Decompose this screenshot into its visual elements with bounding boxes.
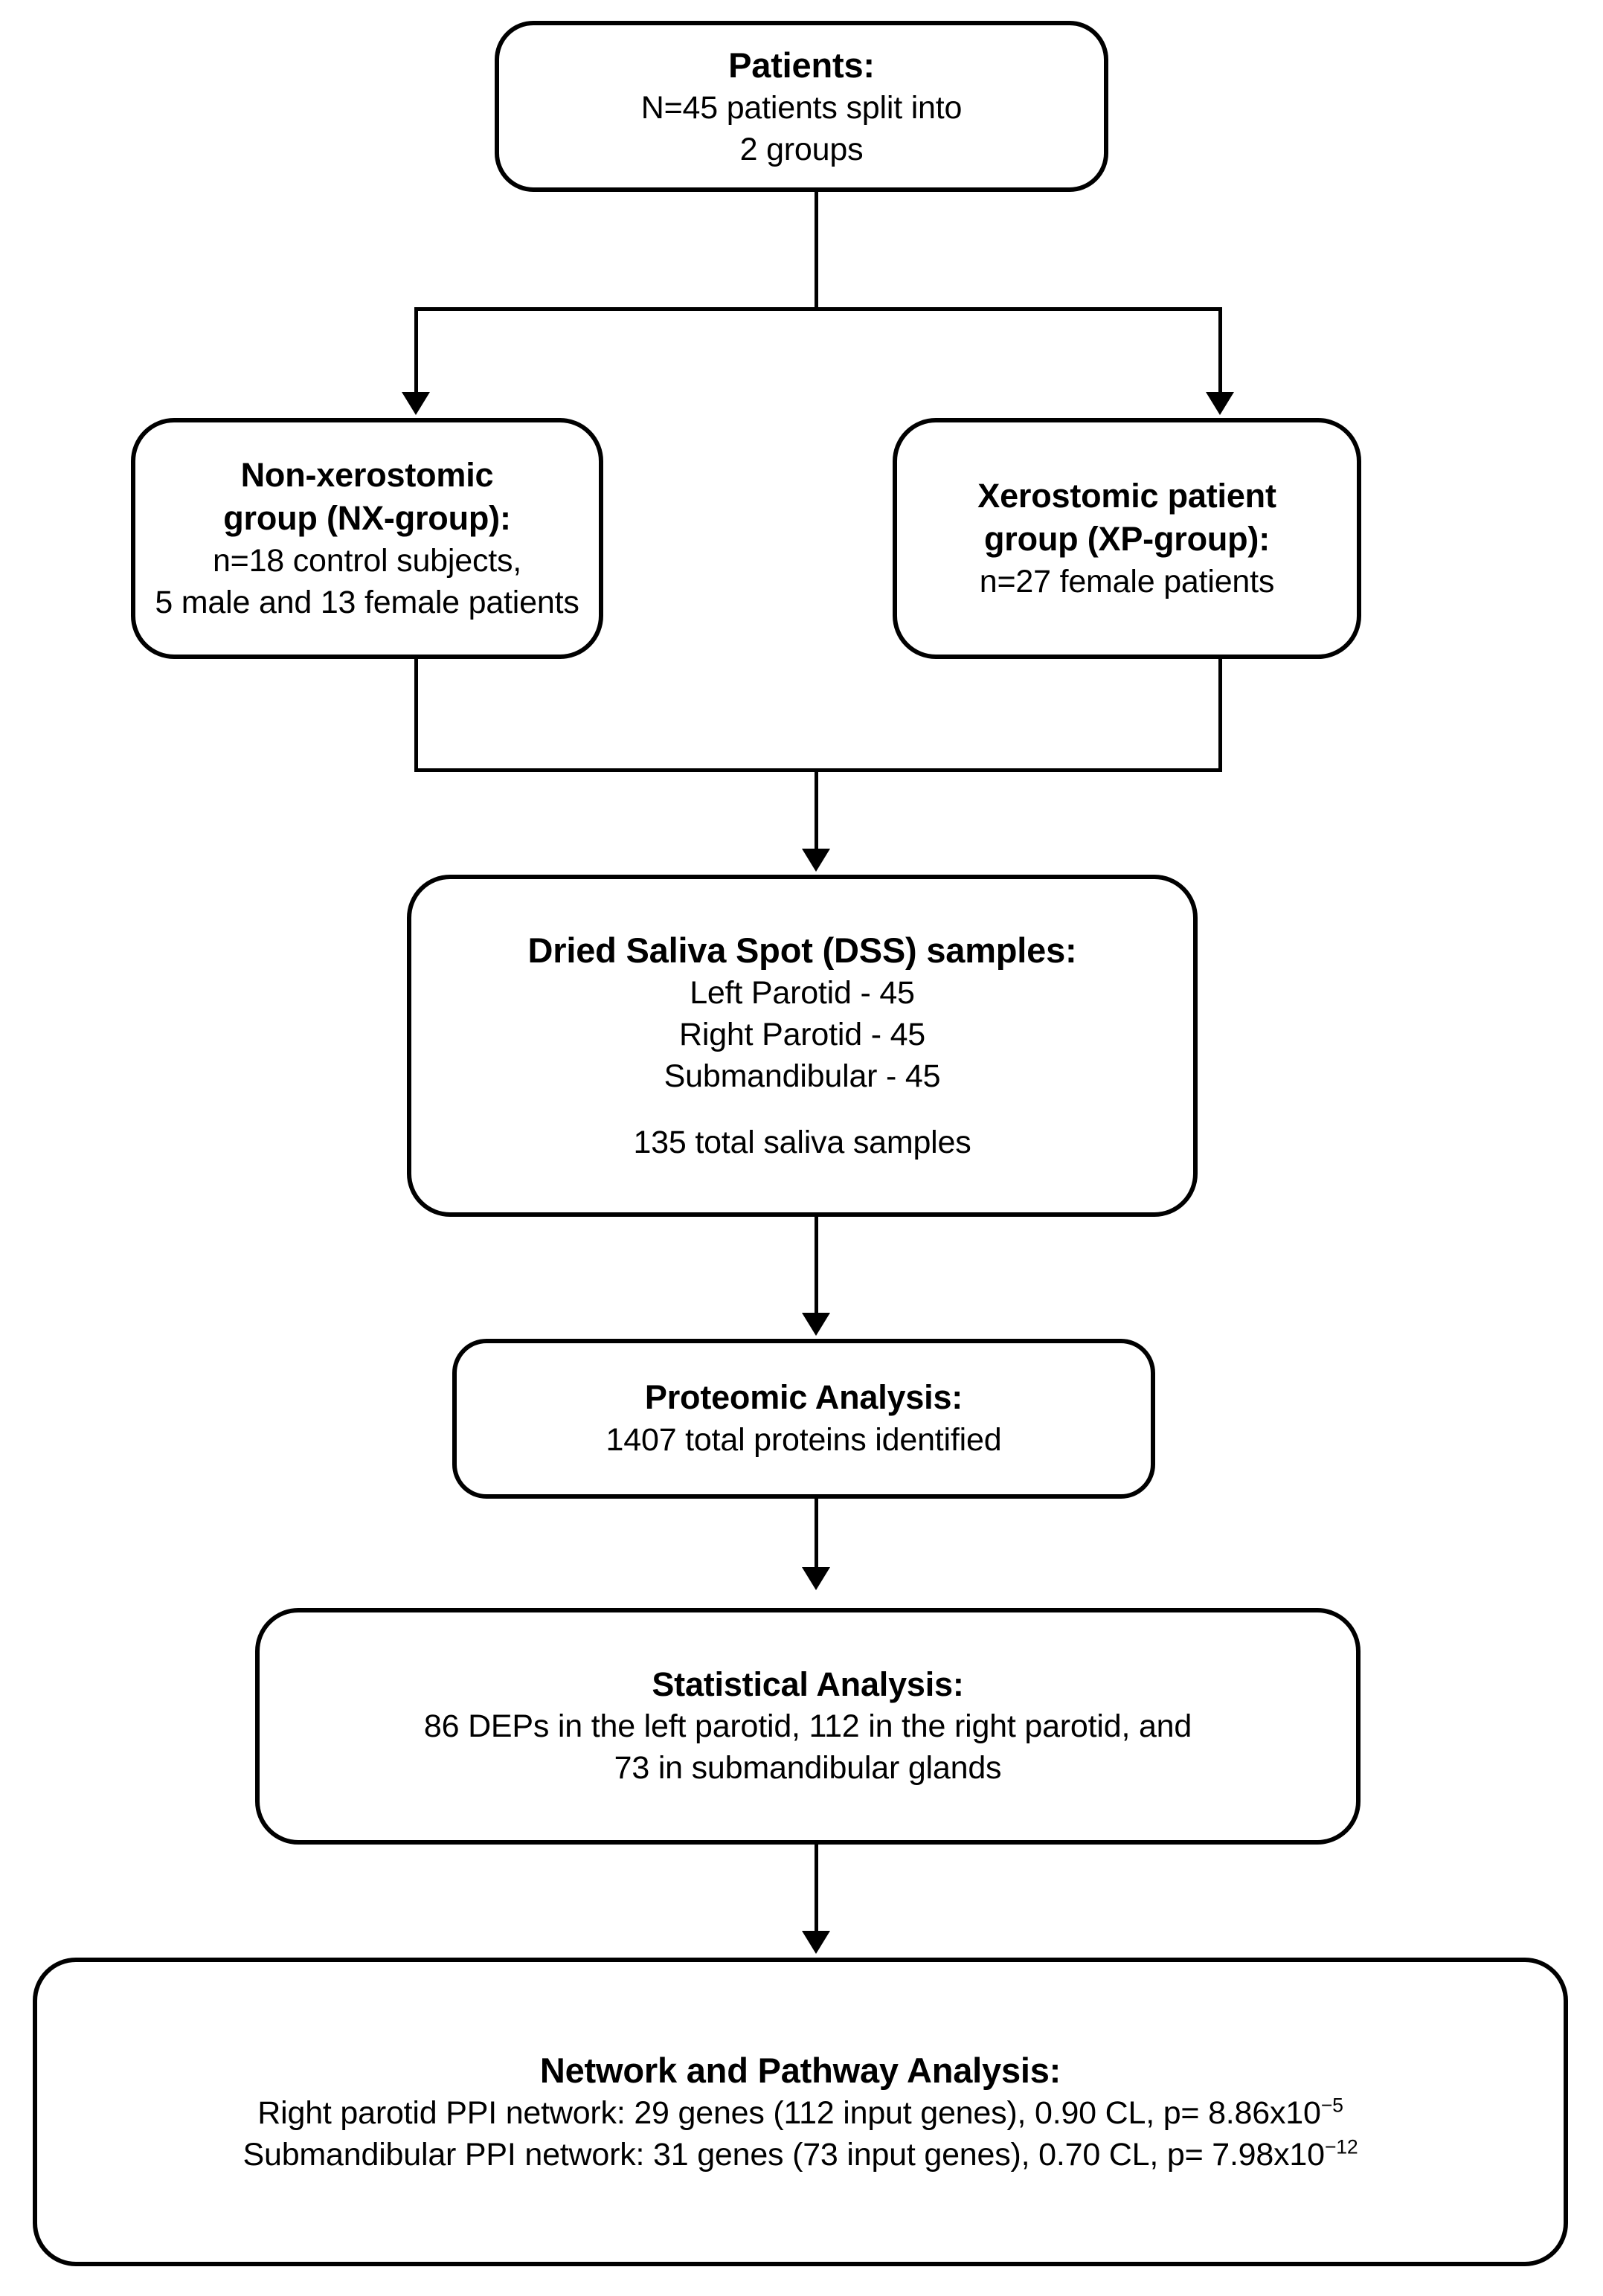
nx-group-line-2: 5 male and 13 female patients <box>155 584 579 620</box>
connector-split-bus <box>414 307 1222 311</box>
dss-samples-line-4: 135 total saliva samples <box>633 1125 971 1161</box>
xp-group-line-1: n=27 female patients <box>979 563 1275 599</box>
connector-xp-stem <box>1218 659 1222 771</box>
node-dss-samples: Dried Saliva Spot (DSS) samples: Left Pa… <box>407 875 1198 1217</box>
connector-patients-stem <box>815 192 818 311</box>
arrow-to-dss-samples <box>802 849 830 872</box>
connector-merge-bus <box>414 768 1222 772</box>
nx-group-line-1: n=18 control subjects, <box>212 542 522 579</box>
connector-statistical-to-network <box>815 1845 818 1934</box>
patients-line-2: 2 groups <box>739 131 864 167</box>
proteomic-analysis-line-1: 1407 total proteins identified <box>605 1421 1002 1458</box>
xp-group-title-line-2: group (XP-group): <box>984 520 1270 559</box>
nx-group-title-line-1: Non-xerostomic <box>240 455 494 494</box>
connector-merge-stem <box>815 768 818 852</box>
nx-group-title-line-2: group (NX-group): <box>223 499 511 538</box>
statistical-analysis-title: Statistical Analysis: <box>652 1665 964 1703</box>
arrow-to-statistical <box>802 1567 830 1590</box>
statistical-analysis-line-2: 73 in submandibular glands <box>614 1750 1002 1787</box>
dss-samples-line-1: Left Parotid - 45 <box>690 974 915 1011</box>
statistical-analysis-line-1: 86 DEPs in the left parotid, 112 in the … <box>423 1708 1192 1745</box>
arrow-to-network <box>802 1931 830 1954</box>
connector-nx-stem <box>414 659 418 771</box>
connector-split-right <box>1218 307 1222 395</box>
dss-samples-title: Dried Saliva Spot (DSS) samples: <box>527 930 1077 970</box>
network-line-2-exponent: −12 <box>1324 2135 1358 2158</box>
network-analysis-title: Network and Pathway Analysis: <box>539 2051 1061 2091</box>
node-xp-group: Xerostomic patient group (XP-group): n=2… <box>893 418 1361 659</box>
network-analysis-line-2: Submandibular PPI network: 31 genes (73 … <box>243 2135 1358 2176</box>
proteomic-analysis-title: Proteomic Analysis: <box>644 1378 963 1417</box>
xp-group-title-line-1: Xerostomic patient <box>977 476 1276 515</box>
network-line-2-text: Submandibular PPI network: 31 genes (73 … <box>242 2137 1326 2173</box>
connector-split-left <box>414 307 418 395</box>
node-statistical-analysis: Statistical Analysis: 86 DEPs in the lef… <box>255 1608 1361 1845</box>
node-proteomic-analysis: Proteomic Analysis: 1407 total proteins … <box>452 1339 1155 1499</box>
connector-proteomic-to-statistical <box>815 1499 818 1570</box>
network-line-1-text: Right parotid PPI network: 29 genes (112… <box>257 2095 1321 2132</box>
dss-samples-line-2: Right Parotid - 45 <box>678 1016 925 1052</box>
arrow-to-xp-group <box>1206 392 1234 415</box>
network-analysis-line-1: Right parotid PPI network: 29 genes (112… <box>257 2093 1343 2135</box>
node-nx-group: Non-xerostomic group (NX-group): n=18 co… <box>131 418 603 659</box>
patients-title: Patients: <box>728 45 875 85</box>
dss-samples-line-3: Submandibular - 45 <box>664 1058 941 1094</box>
node-patients: Patients: N=45 patients split into 2 gro… <box>495 21 1108 192</box>
patients-line-1: N=45 patients split into <box>640 89 963 126</box>
network-line-1-exponent: −5 <box>1320 2094 1343 2117</box>
arrow-to-nx-group <box>402 392 430 415</box>
connector-dss-to-proteomic <box>815 1217 818 1316</box>
arrow-to-proteomic <box>802 1313 830 1336</box>
node-network-pathway-analysis: Network and Pathway Analysis: Right paro… <box>33 1958 1568 2266</box>
